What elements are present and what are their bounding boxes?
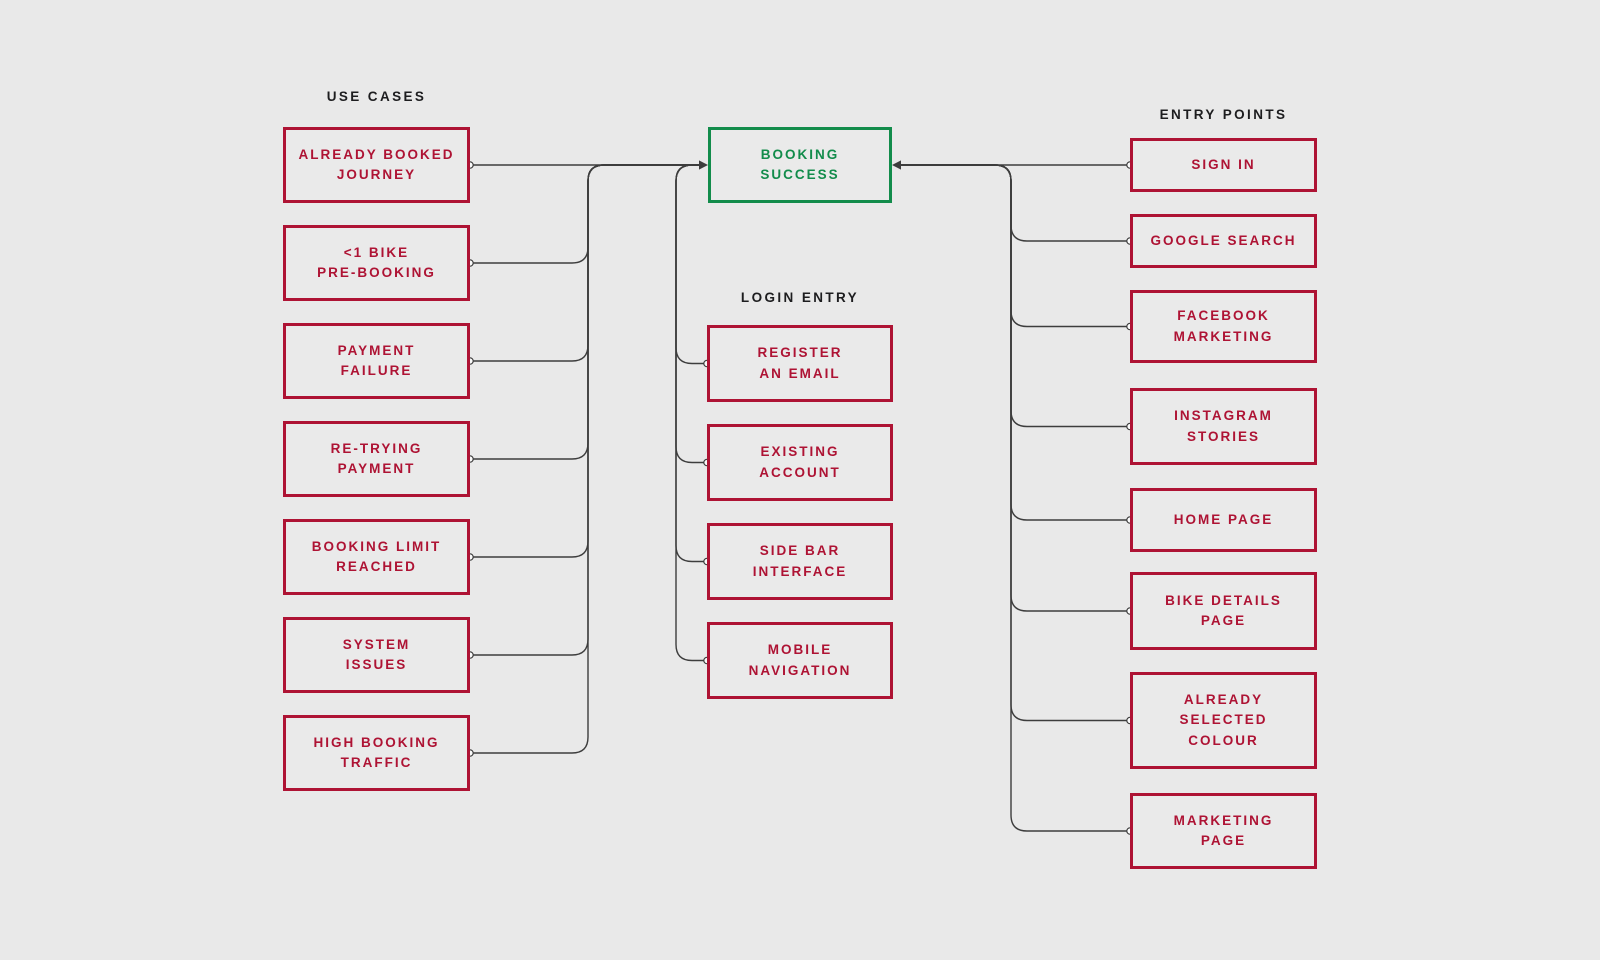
node-label: ALREADY SELECTED COLOUR	[1179, 692, 1268, 748]
connector-edge	[675, 164, 707, 662]
node-bike-details-page[interactable]: BIKE DETAILS PAGE	[1130, 572, 1317, 650]
node-mobile-navigation[interactable]: MOBILE NAVIGATION	[707, 622, 893, 699]
node-label: HOME PAGE	[1173, 511, 1274, 527]
connector-edge	[900, 164, 1130, 722]
node-re-trying-payment[interactable]: RE-TRYING PAYMENT	[283, 421, 470, 497]
node-lt1-bike-pre-booking[interactable]: <1 BIKE PRE-BOOKING	[283, 225, 470, 301]
connector-edge	[675, 164, 707, 464]
node-label: PAYMENT FAILURE	[337, 342, 416, 378]
node-instagram-stories[interactable]: INSTAGRAM STORIES	[1130, 388, 1317, 465]
arrowhead-into-right-edge-icon	[892, 160, 901, 170]
node-label: SIGN IN	[1191, 156, 1256, 172]
connector-edge	[900, 164, 1130, 242]
connector-edge	[900, 164, 1130, 612]
use-cases-header: USE CASES	[326, 89, 427, 104]
node-label: HIGH BOOKING TRAFFIC	[313, 734, 440, 770]
node-register-an-email[interactable]: REGISTER AN EMAIL	[707, 325, 893, 402]
connector-edge	[900, 164, 1130, 521]
node-label: GOOGLE SEARCH	[1150, 232, 1297, 248]
connector-edge	[470, 164, 700, 264]
node-label: MARKETING PAGE	[1173, 812, 1274, 848]
node-label: SYSTEM ISSUES	[342, 636, 411, 672]
node-facebook-marketing[interactable]: FACEBOOK MARKETING	[1130, 290, 1317, 363]
node-label: FACEBOOK MARKETING	[1173, 308, 1274, 344]
node-booking-limit-reached[interactable]: BOOKING LIMIT REACHED	[283, 519, 470, 595]
node-label: ALREADY BOOKED JOURNEY	[298, 146, 455, 182]
node-booking-success[interactable]: BOOKING SUCCESS	[708, 127, 892, 203]
connector-edge	[900, 164, 1130, 428]
node-high-booking-traffic[interactable]: HIGH BOOKING TRAFFIC	[283, 715, 470, 791]
node-label: BIKE DETAILS PAGE	[1165, 592, 1282, 628]
arrowhead-into-left-edge-icon	[699, 160, 708, 170]
node-home-page[interactable]: HOME PAGE	[1130, 488, 1317, 552]
node-label: REGISTER AN EMAIL	[757, 345, 843, 381]
node-system-issues[interactable]: SYSTEM ISSUES	[283, 617, 470, 693]
connector-edge	[675, 164, 707, 365]
node-already-selected-colour[interactable]: ALREADY SELECTED COLOUR	[1130, 672, 1317, 769]
connector-edge	[900, 164, 1130, 832]
node-label: RE-TRYING PAYMENT	[330, 440, 423, 476]
login-entry-header: LOGIN ENTRY	[740, 290, 860, 305]
connector-edge	[470, 164, 700, 754]
node-label: BOOKING LIMIT REACHED	[311, 538, 442, 574]
node-existing-account[interactable]: EXISTING ACCOUNT	[707, 424, 893, 501]
connector-edge	[470, 164, 700, 656]
node-marketing-page[interactable]: MARKETING PAGE	[1130, 793, 1317, 869]
node-label: BOOKING SUCCESS	[760, 146, 840, 182]
node-label: INSTAGRAM STORIES	[1174, 408, 1273, 444]
node-side-bar-interface[interactable]: SIDE BAR INTERFACE	[707, 523, 893, 600]
node-google-search[interactable]: GOOGLE SEARCH	[1130, 214, 1317, 268]
connector-edge	[900, 164, 1130, 328]
node-already-booked-journey[interactable]: ALREADY BOOKED JOURNEY	[283, 127, 470, 203]
node-label: EXISTING ACCOUNT	[759, 444, 841, 480]
entry-points-header: ENTRY POINTS	[1159, 107, 1288, 122]
node-label: SIDE BAR INTERFACE	[752, 543, 848, 579]
node-label: MOBILE NAVIGATION	[748, 642, 852, 678]
node-label: <1 BIKE PRE-BOOKING	[317, 244, 436, 280]
connector-edge	[470, 164, 700, 460]
node-sign-in[interactable]: SIGN IN	[1130, 138, 1317, 192]
node-payment-failure[interactable]: PAYMENT FAILURE	[283, 323, 470, 399]
